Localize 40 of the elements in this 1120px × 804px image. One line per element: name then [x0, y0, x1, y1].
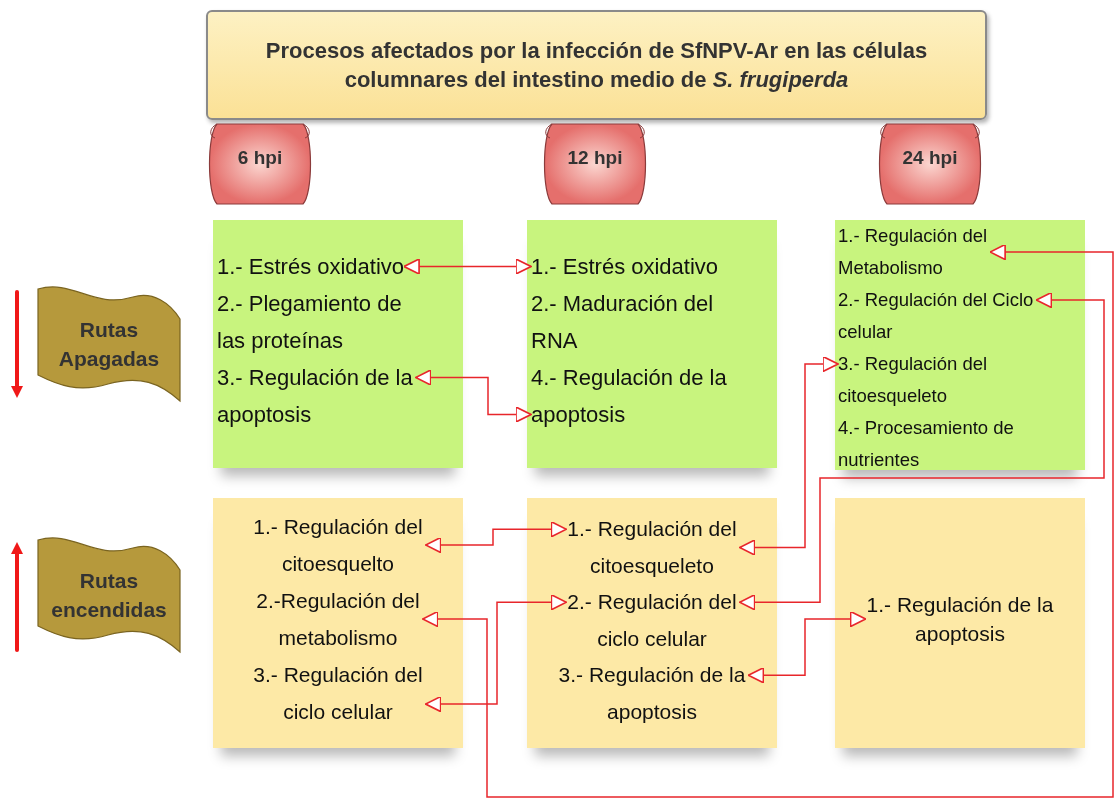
list-item: 4.- Procesamiento de nutrientes [838, 412, 1083, 476]
connector-arrow [421, 243, 1114, 798]
time-label: 6 hpi [237, 147, 283, 169]
pathway-panel [213, 220, 463, 468]
pathway-panel [527, 220, 777, 468]
list-item: 1.- Regulación del citoesquelto [233, 508, 443, 582]
list-item: 2.- Maduración del RNA [531, 285, 757, 359]
connector-arrow [414, 369, 532, 423]
list-item: 3.- Regulación del ciclo celular [233, 656, 443, 730]
pathway-panel [213, 498, 463, 748]
connector-arrow [747, 610, 867, 684]
list-item: 2.- Regulación del ciclo celular [547, 584, 757, 657]
connector-arrow [403, 258, 532, 275]
connector-arrow [424, 593, 568, 713]
pathway-panel [835, 220, 1085, 470]
list-item: 1.- Estrés oxidativo [217, 248, 405, 285]
title-banner [206, 10, 987, 120]
list-item: 2.- Regulación del Ciclo celular [838, 284, 1083, 348]
time-label: 24 hpi [902, 147, 958, 169]
pathway-panel [527, 498, 777, 748]
list-item: 3.- Regulación de la apoptosis [547, 657, 757, 730]
time-label: 12 hpi [567, 147, 623, 169]
connector-arrow [738, 355, 839, 556]
list-item: 1.- Regulación del Metabolismo [838, 220, 1083, 284]
list-item: 1.- Regulación de la apoptosis [839, 590, 1081, 648]
list-item: 3.- Regulación del citoesqueleto [838, 348, 1083, 412]
connector-arrow [424, 520, 568, 554]
list-item: 1.- Estrés oxidativo [531, 248, 719, 285]
list-item: 1.- Regulación del citoesqueleto [547, 511, 757, 584]
list-item: 4.- Regulación de la apoptosis [531, 359, 757, 433]
list-item: 3.- Regulación de la apoptosis [217, 359, 435, 433]
title-text: Procesos afectados por la infección de SfNPV-Ar en las células columnares del intestino medio de S. frugiperda [264, 37, 929, 94]
flag-banner [38, 538, 180, 652]
row-label: Rutas encendidas [50, 568, 168, 623]
flag-banner [38, 287, 180, 401]
list-item: 2.-Regulación del metabolismo [233, 582, 443, 656]
connector-arrow [738, 291, 1105, 611]
pathway-panel [835, 498, 1085, 748]
list-item: 2.- Plegamiento de las proteínas [217, 285, 435, 359]
row-label: Rutas Apagadas [57, 317, 161, 372]
